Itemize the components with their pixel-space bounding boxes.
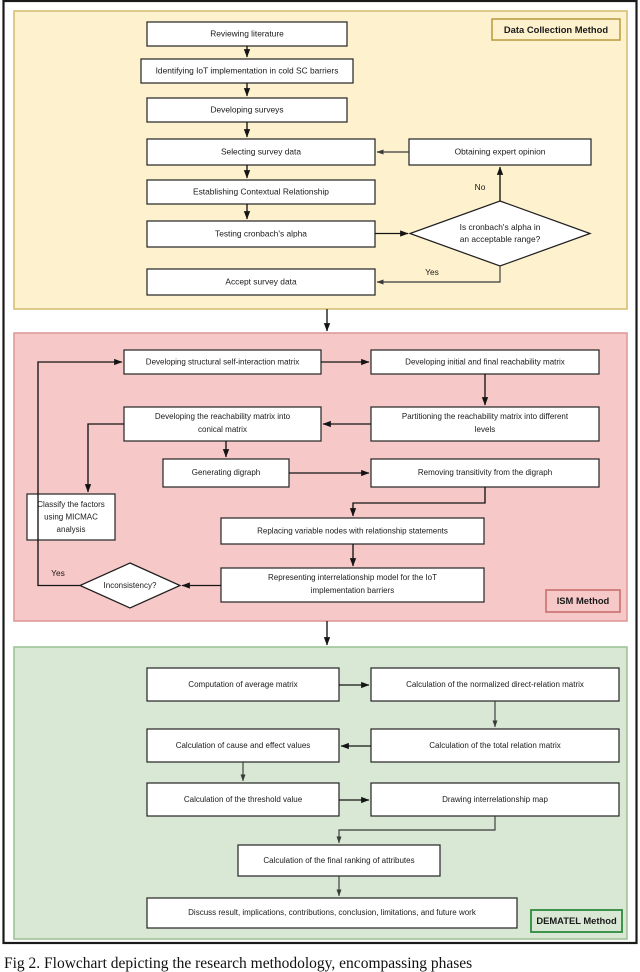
decision-cronbach-alpha-range-line1: Is cronbach's alpha in (460, 222, 541, 232)
node-reviewing-literature-label: Reviewing literature (210, 29, 284, 39)
edge-label-yes-inconsistency: Yes (51, 568, 65, 578)
node-generating-digraph-label: Generating digraph (192, 468, 261, 477)
node-developing-reachability-matrix-label: Developing initial and final reachabilit… (405, 358, 565, 367)
node-partitioning-reachability-matrix[interactable] (370, 406, 600, 442)
node-obtaining-expert-opinion-label: Obtaining expert opinion (455, 147, 546, 157)
section-tag-data-collection-label: Data Collection Method (504, 24, 608, 35)
node-representing-interrelationship-model-line2: implementation barriers (311, 586, 395, 595)
edge-d2-m1-yes (37, 358, 123, 587)
node-representing-interrelationship-model-line1: Representing interrelationship model for… (268, 573, 437, 582)
node-removing-transitivity-label: Removing transitivity from the digraph (418, 468, 552, 477)
node-partitioning-reachability-matrix-line1: Partitioning the reachability matrix int… (402, 412, 569, 421)
node-classify-micmac[interactable] (26, 493, 116, 541)
node-computation-average-matrix-label: Computation of average matrix (188, 680, 297, 689)
decision-inconsistency-label: Inconsistency? (104, 581, 157, 590)
node-identifying-iot-label: Identifying IoT implementation in cold S… (156, 66, 339, 76)
section-tag-ism-label: ISM Method (557, 595, 610, 606)
node-establishing-contextual-relationship[interactable] (146, 179, 376, 205)
edge-d1-n7-yes (376, 266, 501, 285)
section-tag-ism-box (545, 589, 621, 613)
node-developing-conical-matrix-line1: Developing the reachability matrix into (155, 412, 291, 421)
node-testing-cronbachs-alpha[interactable] (146, 220, 376, 248)
node-classify-micmac-line2: using MICMAC (44, 513, 98, 522)
node-discuss-result-label: Discuss result, implications, contributi… (188, 908, 477, 917)
section-tag-dematel-label: DEMATEL Method (536, 915, 617, 926)
section-data-collection: Data Collection Method Reviewing literat… (13, 10, 628, 310)
section-ism: ISM Method Developing structural self-in… (13, 332, 628, 622)
node-final-ranking-attributes-label: Calculation of the final ranking of attr… (263, 856, 414, 865)
node-replacing-variable-nodes-label: Replacing variable nodes with relationsh… (257, 527, 448, 536)
node-total-relation-matrix-label: Calculation of the total relation matrix (429, 741, 561, 750)
node-selecting-survey-data-label: Selecting survey data (221, 147, 301, 157)
node-total-relation-matrix[interactable] (370, 728, 620, 763)
section-tag-dematel-box (530, 909, 623, 933)
node-cause-effect-values-label: Calculation of cause and effect values (176, 741, 311, 750)
node-developing-ssim[interactable] (123, 349, 322, 375)
node-accept-survey-data[interactable] (146, 268, 376, 296)
edge-label-yes-cronbach: Yes (425, 267, 439, 277)
node-generating-digraph[interactable] (162, 458, 290, 488)
node-classify-micmac-line3: analysis (57, 525, 86, 534)
node-classify-micmac-line1: Classify the factors (37, 500, 105, 509)
node-discuss-result[interactable] (146, 897, 518, 929)
edge-m4-m7 (84, 423, 124, 493)
node-reviewing-literature[interactable] (146, 21, 348, 47)
node-selecting-survey-data[interactable] (146, 138, 376, 166)
node-testing-cronbachs-alpha-label: Testing cronbach's alpha (215, 229, 307, 239)
node-replacing-variable-nodes[interactable] (220, 517, 485, 545)
node-normalized-direct-relation-matrix-label: Calculation of the normalized direct-rel… (406, 680, 584, 689)
node-drawing-interrelationship-map-label: Drawing interrelationship map (442, 795, 548, 804)
node-threshold-value-label: Calculation of the threshold value (184, 795, 303, 804)
node-drawing-interrelationship-map[interactable] (370, 782, 620, 817)
edge-m6-m8 (349, 487, 486, 517)
node-normalized-direct-relation-matrix[interactable] (370, 667, 620, 702)
decision-cronbach-alpha-range-line2: an acceptable range? (460, 234, 541, 244)
node-developing-surveys-label: Developing surveys (210, 105, 283, 115)
edge-label-no: No (475, 182, 486, 192)
node-final-ranking-attributes[interactable] (237, 844, 441, 877)
figure-caption: Fig 2. Flowchart depicting the research … (4, 955, 472, 972)
section-tag-data-collection-box (491, 18, 621, 41)
node-developing-ssim-label: Developing structural self-interaction m… (146, 358, 299, 367)
node-developing-conical-matrix-line2: conical matrix (198, 425, 247, 434)
node-partitioning-reachability-matrix-line2: levels (475, 425, 495, 434)
decision-inconsistency[interactable] (78, 562, 182, 609)
section-tag-ism: ISM Method (545, 589, 621, 613)
section-tag-dematel: DEMATEL Method (530, 909, 623, 933)
edge-e6-e7 (336, 816, 496, 844)
node-computation-average-matrix[interactable] (146, 667, 340, 702)
node-representing-interrelationship-model[interactable] (220, 567, 485, 603)
node-accept-survey-data-label: Accept survey data (225, 277, 297, 287)
section-dematel: DEMATEL Method Computation of average ma… (13, 646, 628, 940)
node-establishing-contextual-relationship-label: Establishing Contextual Relationship (193, 187, 329, 197)
section-tag-data-collection: Data Collection Method (491, 18, 621, 41)
node-developing-conical-matrix[interactable] (123, 406, 322, 442)
node-developing-reachability-matrix[interactable] (370, 349, 600, 375)
